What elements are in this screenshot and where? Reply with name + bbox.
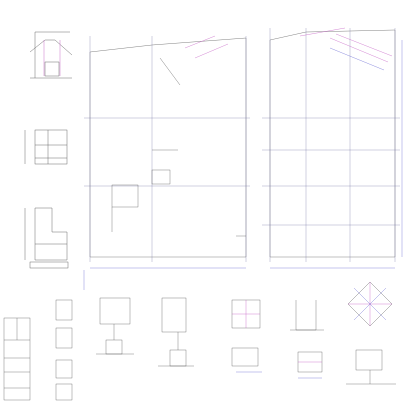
section-corte-4-4 (158, 297, 194, 367)
section-corte-1-1 (24, 129, 68, 165)
formwork-plan (262, 27, 403, 269)
section-corte-3-3 (96, 297, 134, 355)
section-corte-2-2 (24, 207, 69, 269)
detail-anchor-2 (290, 300, 324, 379)
title-block (3, 317, 31, 401)
schedule-tables (55, 299, 73, 401)
structure-plan (83, 35, 250, 290)
detail-anchor-3 (346, 281, 396, 385)
section-corte-top (29, 31, 73, 79)
detail-anchor-1 (231, 299, 262, 373)
